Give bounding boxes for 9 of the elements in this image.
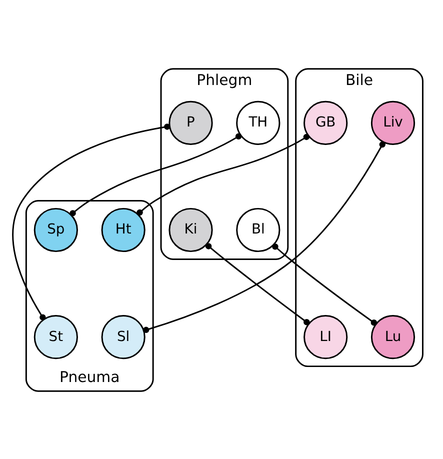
- connector: [70, 132, 242, 216]
- connector: [12, 123, 170, 320]
- node-circle: Sl: [101, 314, 146, 359]
- connector: [142, 140, 386, 333]
- node-circle: P: [168, 100, 213, 144]
- connector: [205, 242, 310, 325]
- connector: [272, 243, 378, 326]
- node-circle: Liv: [370, 100, 416, 144]
- connector: [136, 133, 310, 216]
